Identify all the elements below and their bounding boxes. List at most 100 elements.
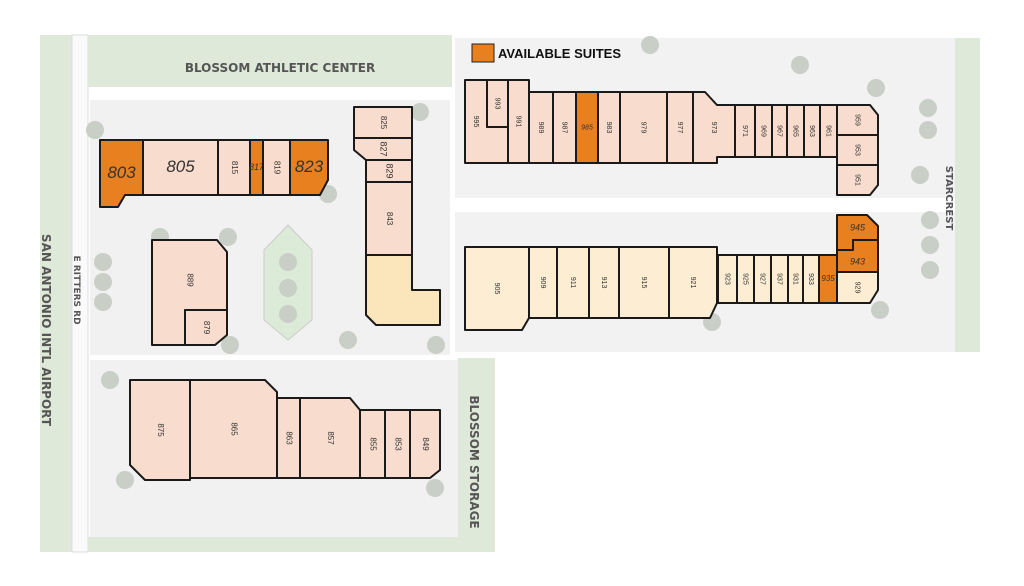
suite-label-931: 931: [792, 273, 799, 285]
suite-label-925: 925: [742, 273, 749, 285]
suite-879[interactable]: [184, 309, 228, 346]
tree-icon: [427, 336, 445, 354]
suite-823[interactable]: [289, 139, 329, 196]
suite-849[interactable]: [409, 409, 441, 479]
suite-label-967: 967: [776, 125, 783, 137]
storage-strip: [458, 358, 495, 552]
suite-label-969: 969: [760, 125, 767, 137]
tree-icon: [871, 301, 889, 319]
tree-icon: [219, 228, 237, 246]
suite-label-921: 921: [689, 277, 696, 289]
suite-label-915: 915: [640, 277, 647, 289]
suite-label-933: 933: [807, 273, 814, 285]
suite-label-953: 953: [854, 144, 861, 156]
suite-label-937: 937: [776, 273, 783, 285]
tree-icon: [791, 56, 809, 74]
suite-label-961: 961: [825, 125, 832, 137]
legend-label: AVAILABLE SUITES: [498, 46, 621, 61]
tree-icon: [94, 253, 112, 271]
suite-label-843: 843: [385, 212, 394, 226]
suite-label-971: 971: [741, 125, 748, 137]
suite-label-823: 823: [295, 157, 324, 176]
suite-label-983: 983: [605, 122, 612, 134]
tree-icon: [279, 279, 297, 297]
suite-label-927: 927: [759, 273, 766, 285]
suite-label-857: 857: [326, 431, 335, 445]
suite-label-889: 889: [185, 273, 194, 287]
tree-icon: [426, 479, 444, 497]
airport-strip: [40, 35, 72, 552]
suite-label-985: 985: [581, 124, 593, 131]
suite-921[interactable]: [668, 246, 718, 319]
athletic-center-area: [88, 35, 452, 87]
suite-label-929: 929: [854, 282, 861, 294]
suite-label-987: 987: [561, 122, 568, 134]
suite-951[interactable]: [836, 164, 879, 196]
suite-label-817: 817: [249, 162, 265, 172]
tree-icon: [921, 236, 939, 254]
suite-label-855: 855: [368, 437, 377, 451]
suite-label-963: 963: [808, 125, 815, 137]
suite-label-935: 935: [821, 274, 835, 283]
suite-label-875: 875: [156, 423, 165, 437]
suite-959[interactable]: [836, 104, 879, 136]
suite-label-973: 973: [710, 122, 717, 134]
tree-icon: [101, 371, 119, 389]
tree-icon: [221, 336, 239, 354]
tree-icon: [86, 121, 104, 139]
suite-label-909: 909: [539, 277, 546, 289]
suite-label-863: 863: [284, 431, 293, 445]
trees: [86, 36, 939, 497]
suite-label-815: 815: [230, 161, 239, 175]
suite-label-977: 977: [676, 122, 683, 134]
legend-swatch: [471, 43, 495, 63]
suite-label-803: 803: [107, 163, 136, 182]
suite-label-905: 905: [493, 283, 500, 295]
tree-icon: [911, 166, 929, 184]
suite-905[interactable]: [464, 246, 530, 331]
tree-icon: [921, 261, 939, 279]
tree-icon: [116, 471, 134, 489]
suite-label-951: 951: [854, 174, 861, 186]
suite-label-959: 959: [854, 114, 861, 126]
suite-label-979: 979: [640, 122, 647, 134]
suite-label-945: 945: [850, 222, 866, 232]
tree-icon: [411, 103, 429, 121]
starcrest-strip: [955, 38, 980, 352]
tree-icon: [641, 36, 659, 54]
tree-icon: [919, 121, 937, 139]
suite-unlabeled[interactable]: [365, 254, 441, 326]
suite-929[interactable]: [836, 271, 879, 304]
suite-label-991: 991: [515, 116, 522, 128]
tree-icon: [339, 331, 357, 349]
suite-label-827: 827: [379, 141, 389, 156]
suite-label-879: 879: [202, 321, 211, 335]
road-label: E RITTERS RD: [71, 255, 81, 324]
ritters-road: [71, 34, 89, 553]
athletic-center-label: BLOSSOM ATHLETIC CENTER: [185, 61, 375, 75]
suite-label-849: 849: [421, 437, 430, 451]
suite-label-825: 825: [379, 116, 388, 130]
suite-label-993: 993: [494, 98, 501, 110]
suite-label-805: 805: [166, 157, 195, 176]
suite-label-913: 913: [600, 277, 607, 289]
suite-label-865: 865: [229, 422, 238, 436]
tree-icon: [94, 293, 112, 311]
suite-label-995: 995: [472, 116, 479, 128]
starcrest-label: STARCREST: [943, 166, 954, 231]
legend: AVAILABLE SUITES: [471, 43, 621, 63]
tree-icon: [279, 253, 297, 271]
tree-icon: [279, 305, 297, 323]
tree-icon: [867, 79, 885, 97]
storage-label: BLOSSOM STORAGE: [467, 395, 481, 528]
suite-label-989: 989: [537, 122, 544, 134]
suite-label-911: 911: [569, 277, 576, 288]
bottom-green: [88, 537, 458, 552]
suite-875[interactable]: [129, 379, 191, 481]
suite-label-853: 853: [393, 437, 402, 451]
tree-icon: [919, 99, 937, 117]
suite-label-819: 819: [272, 161, 281, 175]
suite-843[interactable]: [365, 181, 413, 256]
